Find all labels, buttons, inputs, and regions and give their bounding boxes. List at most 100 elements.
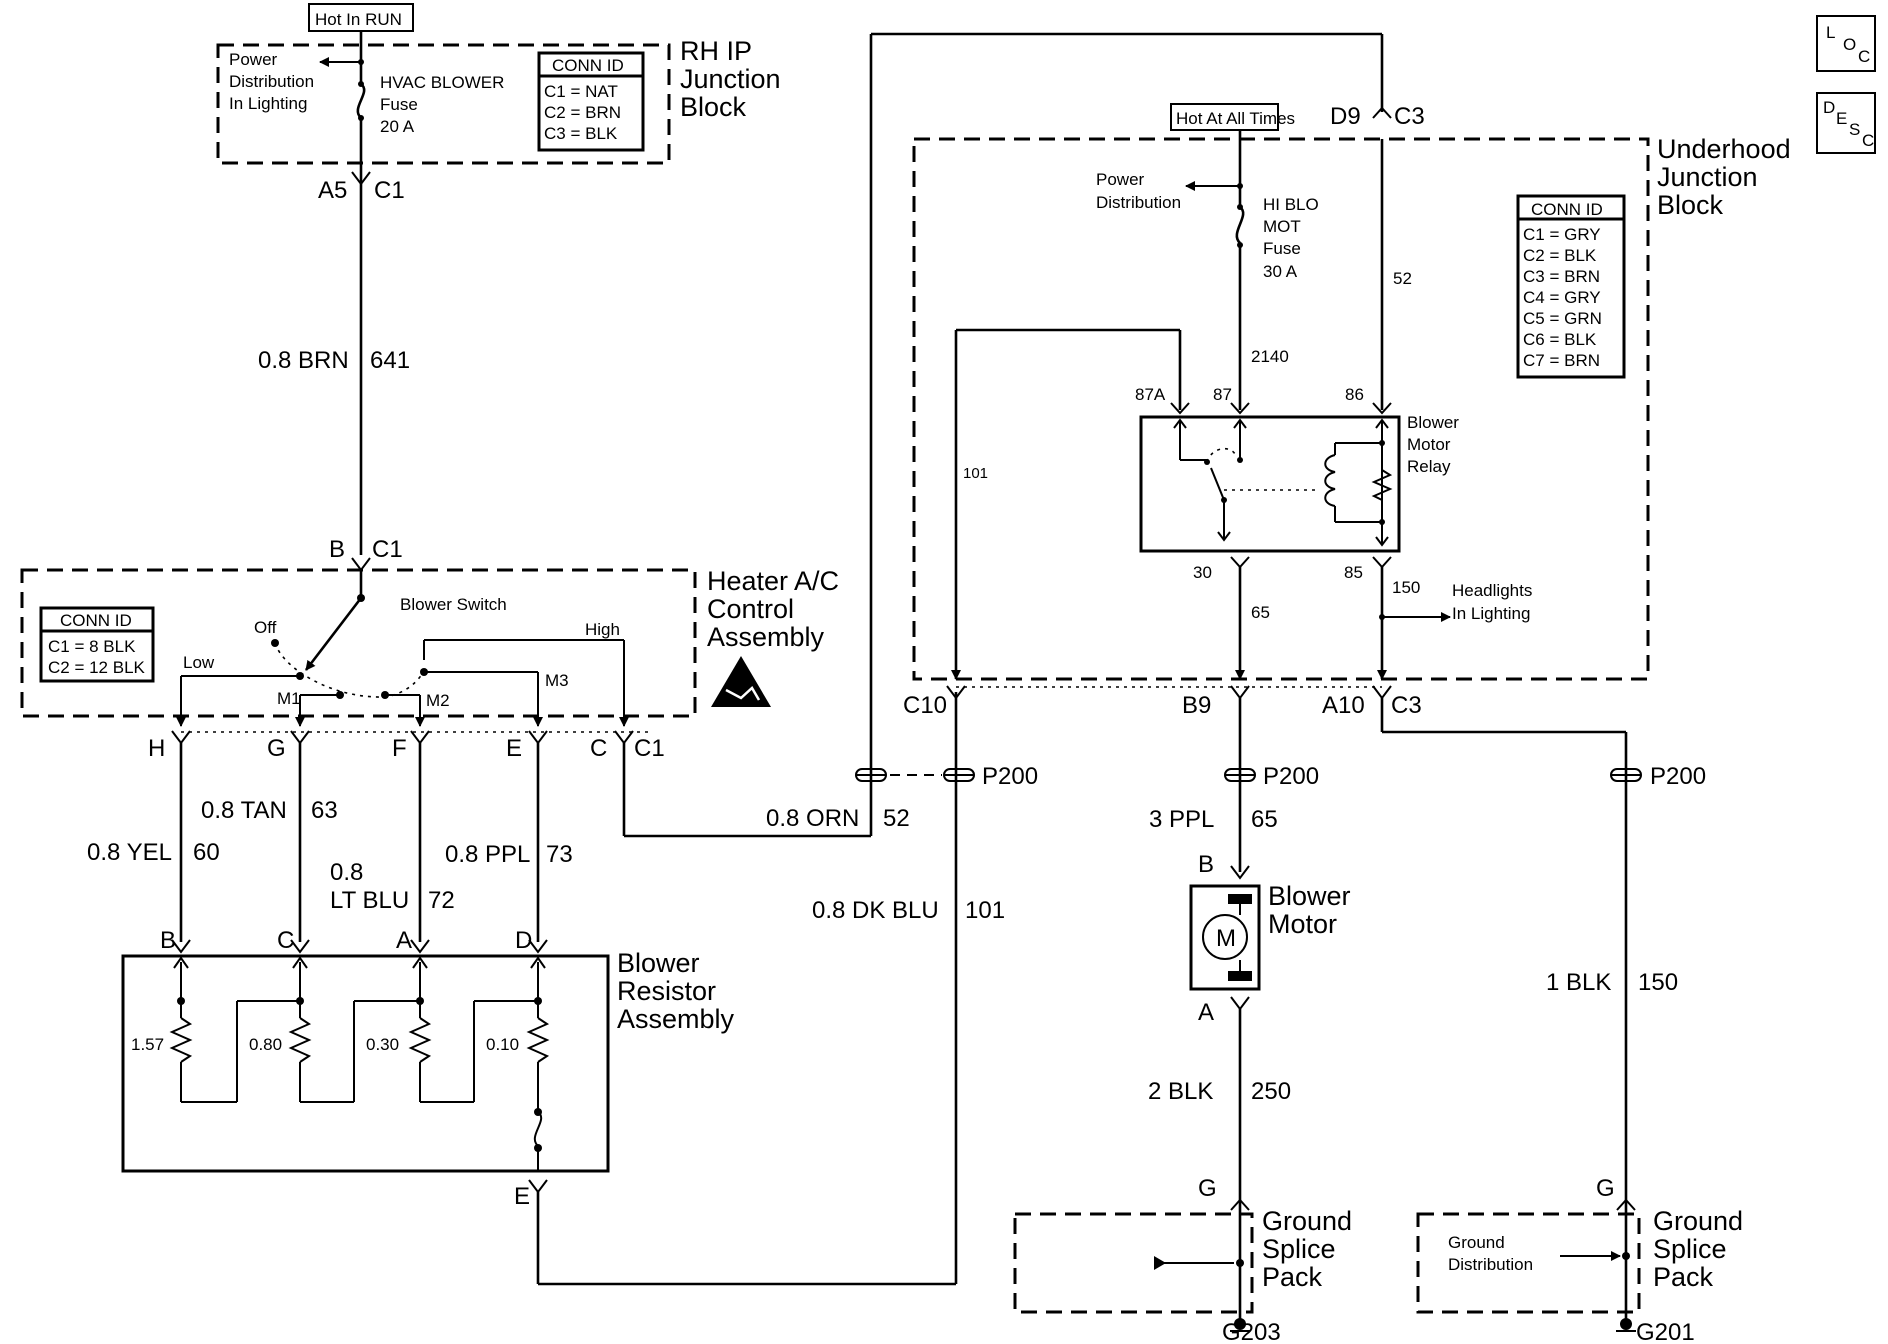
blower-resistor-assembly: B C A D <box>121 927 735 1210</box>
svg-text:C2 = BLK: C2 = BLK <box>1523 246 1597 265</box>
svg-text:C2 = 12 BLK: C2 = 12 BLK <box>48 658 146 677</box>
description-icon[interactable]: D E S C <box>1816 92 1876 154</box>
svg-text:30: 30 <box>1193 563 1212 582</box>
thermal-fuse-icon <box>533 1111 543 1147</box>
svg-text:30 A: 30 A <box>1263 262 1298 281</box>
svg-text:1 BLK: 1 BLK <box>1546 969 1611 996</box>
svg-text:Assembly: Assembly <box>617 1004 735 1034</box>
svg-text:A: A <box>1198 999 1214 1026</box>
svg-text:Power: Power <box>1096 170 1145 189</box>
svg-text:C1 = NAT: C1 = NAT <box>544 82 618 101</box>
location-icon[interactable]: L O C <box>1816 15 1876 72</box>
pin-c1-top: C1 <box>374 177 405 204</box>
svg-text:Power: Power <box>229 50 278 69</box>
svg-text:C10: C10 <box>903 692 947 719</box>
svg-text:Distribution: Distribution <box>1448 1255 1533 1274</box>
svg-text:Motor: Motor <box>1268 909 1337 939</box>
p200-connector-blk <box>1610 768 1642 782</box>
ground-splice-pack-right: G Ground Distribution Ground Splice Pack… <box>1416 1175 1743 1344</box>
svg-text:52: 52 <box>883 805 910 832</box>
svg-text:65: 65 <box>1251 603 1270 622</box>
resistor-feed-wires: 0.8 YEL 60 0.8 TAN 63 0.8 LT BLU 72 0.8 … <box>87 743 573 942</box>
svg-text:HVAC BLOWER: HVAC BLOWER <box>380 73 504 92</box>
svg-text:C5 = GRN: C5 = GRN <box>1523 309 1602 328</box>
svg-text:0.8 YEL: 0.8 YEL <box>87 839 172 866</box>
svg-text:73: 73 <box>546 841 573 868</box>
svg-text:Pack: Pack <box>1653 1262 1714 1292</box>
svg-text:65: 65 <box>1251 806 1278 833</box>
svg-text:B: B <box>329 536 345 563</box>
svg-text:Low: Low <box>183 653 215 672</box>
motor-icon <box>1202 914 1248 960</box>
svg-text:72: 72 <box>428 887 455 914</box>
resistor-0-80-icon <box>288 1017 312 1063</box>
svg-text:Distribution: Distribution <box>229 72 314 91</box>
svg-text:Blower: Blower <box>617 948 700 978</box>
svg-text:Blower Switch: Blower Switch <box>400 595 507 614</box>
underhood-conn-id-table <box>1516 194 1626 379</box>
svg-text:M1: M1 <box>277 689 301 708</box>
svg-text:86: 86 <box>1345 385 1364 404</box>
svg-text:0.8: 0.8 <box>330 859 363 886</box>
svg-text:63: 63 <box>311 797 338 824</box>
blower-switch-wiper <box>304 597 363 671</box>
svg-text:B9: B9 <box>1182 692 1211 719</box>
svg-text:0.80: 0.80 <box>249 1035 282 1054</box>
ground-splice-pack-left: G Ground Splice Pack G203 <box>1013 1175 1352 1344</box>
svg-text:E: E <box>1836 109 1847 128</box>
p200-connector-orn <box>855 768 887 782</box>
svg-text:87A: 87A <box>1135 385 1166 404</box>
svg-text:0.8 BRN: 0.8 BRN <box>258 347 349 374</box>
hvac-blower-fuse-icon <box>356 82 366 119</box>
svg-text:101: 101 <box>965 897 1005 924</box>
svg-text:0.8 ORN: 0.8 ORN <box>766 805 859 832</box>
p200-connector-ppl <box>1224 768 1256 782</box>
svg-text:Junction: Junction <box>1657 162 1758 192</box>
svg-text:In Lighting: In Lighting <box>229 94 307 113</box>
svg-text:Hot At All Times: Hot At All Times <box>1176 109 1295 128</box>
svg-text:20 A: 20 A <box>380 117 415 136</box>
relay-switch-contact <box>1210 467 1225 501</box>
svg-text:85: 85 <box>1344 563 1363 582</box>
svg-text:C: C <box>277 927 294 954</box>
svg-text:M3: M3 <box>545 671 569 690</box>
svg-text:150: 150 <box>1392 578 1420 597</box>
blower-motor-relay <box>1139 415 1401 553</box>
svg-text:G201: G201 <box>1636 1319 1695 1344</box>
svg-text:HI BLO: HI BLO <box>1263 195 1319 214</box>
svg-text:Heater A/C: Heater A/C <box>707 566 839 596</box>
svg-text:Ground: Ground <box>1653 1206 1743 1236</box>
svg-text:LT BLU: LT BLU <box>330 887 409 914</box>
svg-text:641: 641 <box>370 347 410 374</box>
p200-label-1: P200 <box>982 763 1038 790</box>
svg-text:Blower: Blower <box>1407 413 1459 432</box>
svg-text:60: 60 <box>193 839 220 866</box>
resistor-0-30-icon <box>408 1017 432 1063</box>
svg-text:In Lighting: In Lighting <box>1452 604 1530 623</box>
heater-ac-control-assembly: B C1 Blower Switch CONN ID C1 = 8 BLK C2… <box>20 536 839 762</box>
svg-text:F: F <box>392 735 407 762</box>
wire-52-orn: 0.8 ORN 52 <box>622 32 1384 838</box>
svg-text:Pack: Pack <box>1262 1262 1323 1292</box>
svg-text:Block: Block <box>1657 190 1724 220</box>
svg-text:C7 = BRN: C7 = BRN <box>1523 351 1600 370</box>
hot-at-all-times-box <box>1170 103 1279 131</box>
svg-text:0.10: 0.10 <box>486 1035 519 1054</box>
underhood-junction-block: Hot At All Times D9 C3 Underhood Junctio… <box>903 103 1791 719</box>
svg-text:C1: C1 <box>372 536 403 563</box>
svg-text:D9: D9 <box>1330 103 1361 130</box>
svg-text:Assembly: Assembly <box>707 622 825 652</box>
svg-text:CONN ID: CONN ID <box>552 56 624 75</box>
svg-text:S: S <box>1849 120 1860 139</box>
svg-text:MOT: MOT <box>1263 217 1301 236</box>
svg-text:Distribution: Distribution <box>1096 193 1181 212</box>
svg-text:B: B <box>160 927 176 954</box>
svg-text:G203: G203 <box>1222 1319 1281 1344</box>
svg-text:Splice: Splice <box>1653 1234 1727 1264</box>
svg-text:101: 101 <box>963 465 988 482</box>
svg-text:Fuse: Fuse <box>380 95 418 114</box>
ground-g201-icon <box>1616 1318 1636 1332</box>
svg-text:L: L <box>1826 23 1835 42</box>
svg-text:G: G <box>1198 1175 1217 1202</box>
svg-text:RH IP: RH IP <box>680 36 752 66</box>
